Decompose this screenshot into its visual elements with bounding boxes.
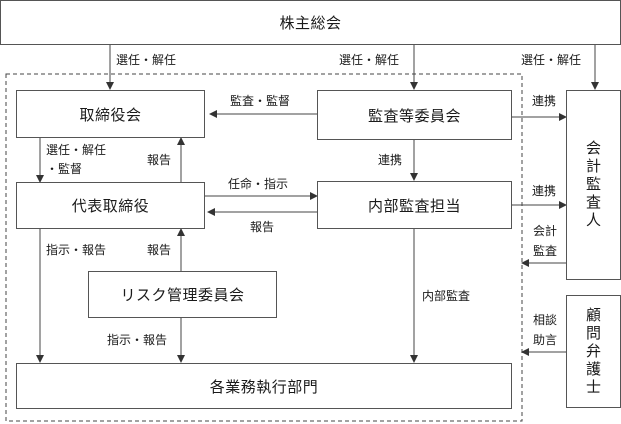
accounting-auditor-label: 会計監査人 xyxy=(584,140,602,230)
label-elect-accounting: 選任・解任 xyxy=(521,53,582,67)
label-consult-advice: 相談 助言 xyxy=(530,310,560,350)
internal-audit-box: 内部監査担当 xyxy=(317,181,512,229)
label-elect-supervise-1: 選任・解任 xyxy=(46,143,107,157)
audit-committee-box: 監査等委員会 xyxy=(317,90,512,140)
board-box: 取締役会 xyxy=(16,90,205,138)
representative-director-label: 代表取締役 xyxy=(71,197,150,215)
label-accounting-audit-1: 会計 xyxy=(532,224,557,238)
risk-committee-label: リスク管理委員会 xyxy=(120,286,245,304)
legal-advisor-label: 顧問弁護士 xyxy=(584,306,602,397)
label-report-risk-rep: 報告 xyxy=(147,243,172,257)
label-report-rep-board: 報告 xyxy=(147,153,172,167)
business-units-box: 各業務執行部門 xyxy=(16,363,512,409)
shareholders-meeting-box: 株主総会 xyxy=(0,0,621,45)
label-report-internal-rep: 報告 xyxy=(250,220,275,234)
label-consult: 相談 xyxy=(532,313,557,327)
shareholders-meeting-label: 株主総会 xyxy=(279,14,342,32)
label-cooperate-audit-internal: 連携 xyxy=(378,153,403,167)
label-cooperate-audit-accounting: 連携 xyxy=(532,94,557,108)
label-audit-supervise: 監査・監督 xyxy=(230,94,291,108)
label-internal-audit-flow: 内部監査 xyxy=(422,289,471,303)
label-advice: 助言 xyxy=(532,333,557,347)
label-appoint-instruct: 任命・指示 xyxy=(228,177,289,191)
company-boundary xyxy=(5,73,523,422)
label-elect-board: 選任・解任 xyxy=(116,53,177,67)
label-accounting-audit-2: 監査 xyxy=(532,244,557,258)
label-instruct-report-rep: 指示・報告 xyxy=(46,243,107,257)
label-instruct-report-risk: 指示・報告 xyxy=(107,333,168,347)
legal-advisor-box: 顧問弁護士 xyxy=(566,295,621,408)
label-elect-supervise-2: ・監督 xyxy=(46,162,83,176)
risk-committee-box: リスク管理委員会 xyxy=(88,271,277,318)
label-elect-audit: 選任・解任 xyxy=(339,53,400,67)
board-label: 取締役会 xyxy=(79,105,142,124)
label-accounting-audit: 会計 監査 xyxy=(530,221,560,261)
business-units-label: 各業務執行部門 xyxy=(209,377,319,396)
label-cooperate-internal-accounting: 連携 xyxy=(532,184,557,198)
accounting-auditor-box: 会計監査人 xyxy=(566,90,621,280)
representative-director-box: 代表取締役 xyxy=(16,182,205,229)
audit-committee-label: 監査等委員会 xyxy=(367,106,461,125)
internal-audit-label: 内部監査担当 xyxy=(367,196,461,215)
